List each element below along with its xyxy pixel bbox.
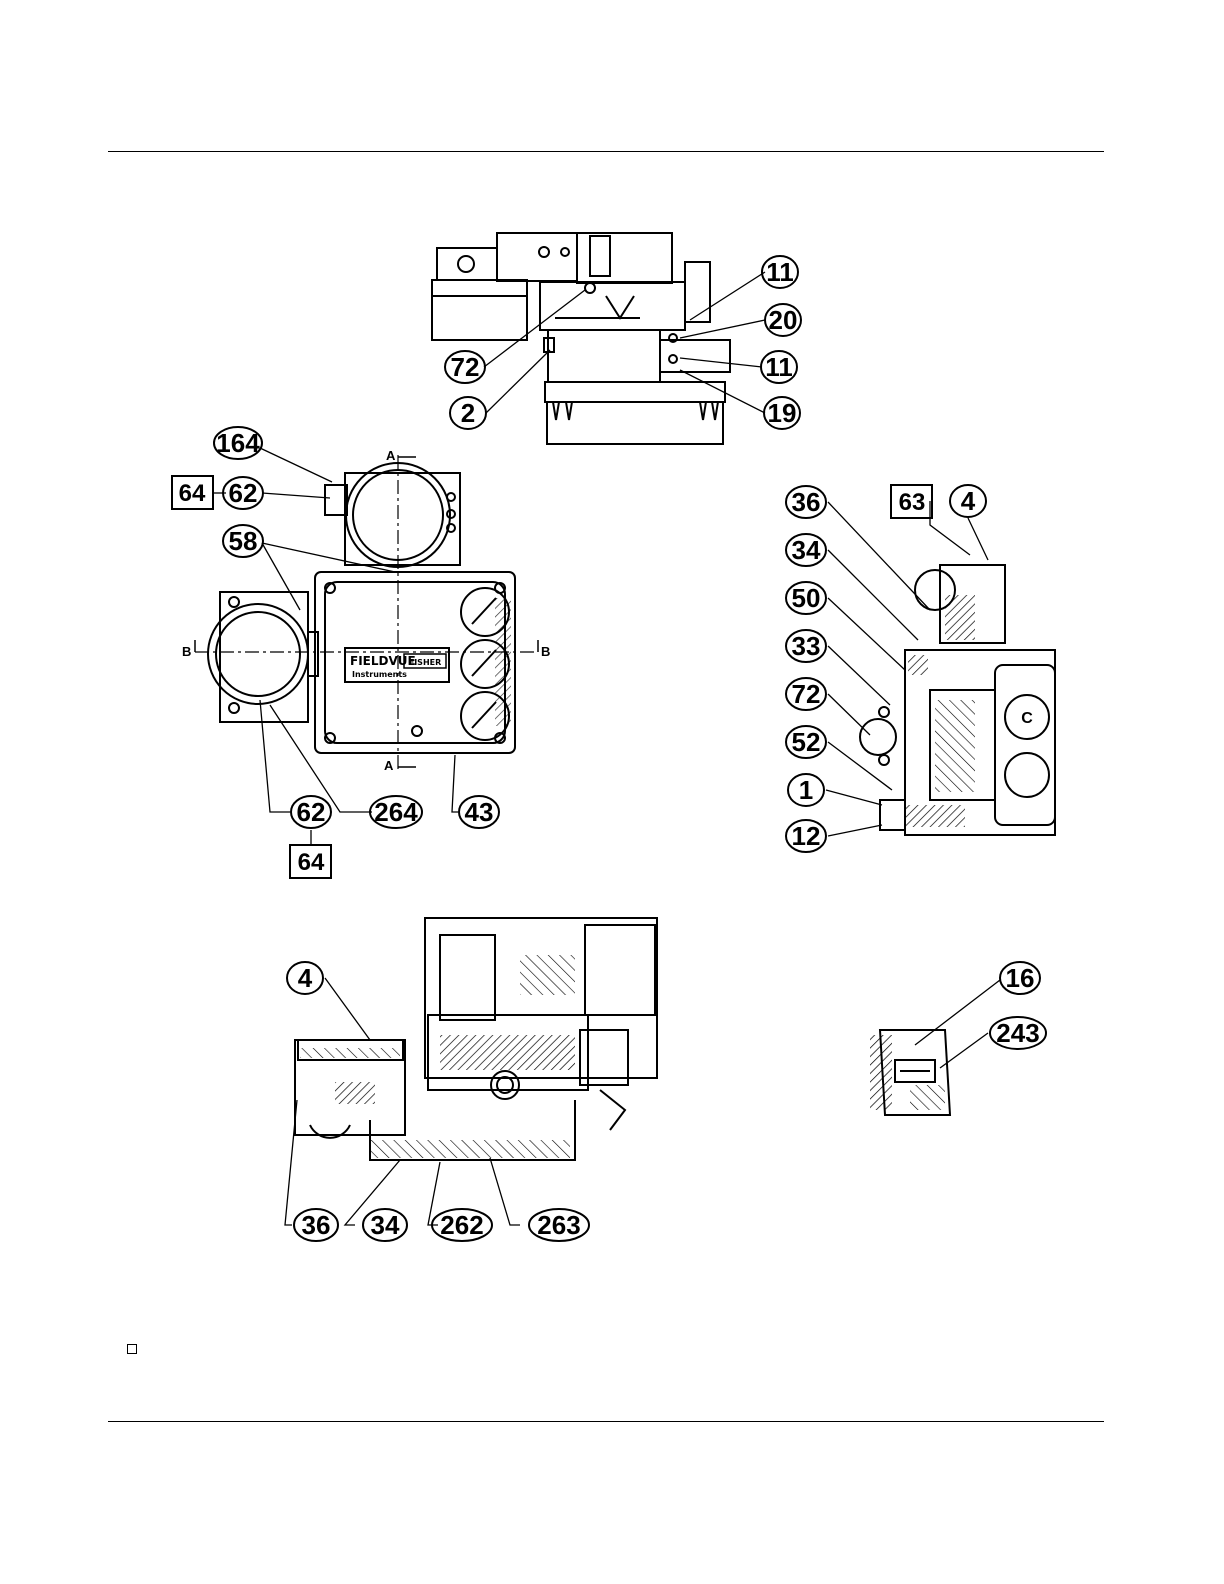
callout-19: 19 xyxy=(764,397,800,429)
callout-1: 1 xyxy=(788,774,824,806)
callout-62-upper: 62 xyxy=(223,477,263,509)
callout-264: 264 xyxy=(370,796,422,828)
svg-text:4: 4 xyxy=(298,963,313,993)
svg-text:52: 52 xyxy=(792,727,821,757)
svg-text:64: 64 xyxy=(179,480,206,507)
svg-text:33: 33 xyxy=(792,631,821,661)
svg-text:62: 62 xyxy=(297,797,326,827)
svg-text:264: 264 xyxy=(374,797,418,827)
callout-164: 164 xyxy=(214,427,262,459)
callout-263: 263 xyxy=(529,1209,589,1241)
detail-callouts: 16 243 xyxy=(990,962,1046,1049)
bottom-section-callouts: 4 36 34 262 263 xyxy=(287,962,589,1241)
callout-11-lower: 11 xyxy=(761,351,797,383)
front-view-callouts: 164 62 58 62 264 43 xyxy=(214,427,499,828)
svg-text:63: 63 xyxy=(899,489,926,516)
callout-11-upper: 11 xyxy=(762,256,798,288)
svg-text:36: 36 xyxy=(302,1210,331,1240)
section-mark-a-bottom: A xyxy=(384,758,394,773)
callout-72-side: 72 xyxy=(786,678,826,710)
callout-4-bottom: 4 xyxy=(287,962,323,994)
front-view-hatching xyxy=(495,598,511,726)
svg-text:262: 262 xyxy=(440,1210,483,1240)
callout-72-top: 72 xyxy=(445,351,485,383)
nameplate-brand: FIELDVUE xyxy=(350,654,416,668)
detail-hatching xyxy=(870,1035,945,1110)
svg-text:164: 164 xyxy=(216,428,260,458)
port-label-c: C xyxy=(1021,710,1033,727)
callout-2: 2 xyxy=(450,397,486,429)
svg-text:20: 20 xyxy=(769,305,798,335)
svg-text:34: 34 xyxy=(792,535,821,565)
section-mark-b-left: B xyxy=(182,644,191,659)
svg-text:64: 64 xyxy=(298,849,325,876)
callout-243: 243 xyxy=(990,1017,1046,1049)
svg-text:50: 50 xyxy=(792,583,821,613)
bottom-section-hatching xyxy=(300,955,575,1158)
svg-text:62: 62 xyxy=(229,478,258,508)
svg-text:1: 1 xyxy=(799,775,813,805)
svg-text:72: 72 xyxy=(792,679,821,709)
callout-16: 16 xyxy=(1000,962,1040,994)
top-view xyxy=(432,233,730,444)
svg-text:2: 2 xyxy=(461,398,475,428)
callout-262: 262 xyxy=(432,1209,492,1241)
callout-12: 12 xyxy=(786,820,826,852)
svg-text:243: 243 xyxy=(996,1018,1039,1048)
callout-62-lower: 62 xyxy=(291,796,331,828)
svg-text:4: 4 xyxy=(961,486,976,516)
svg-text:11: 11 xyxy=(766,257,794,287)
callout-20: 20 xyxy=(765,304,801,336)
callout-34-bottom: 34 xyxy=(363,1209,407,1241)
svg-text:12: 12 xyxy=(792,821,821,851)
callout-36-bottom: 36 xyxy=(294,1209,338,1241)
nameplate: FIELDVUE Instruments FISHER xyxy=(350,654,446,679)
svg-text:36: 36 xyxy=(792,487,821,517)
svg-text:72: 72 xyxy=(451,352,480,382)
callout-58: 58 xyxy=(223,525,263,557)
svg-text:34: 34 xyxy=(371,1210,400,1240)
svg-text:16: 16 xyxy=(1006,963,1035,993)
callout-4-side: 4 xyxy=(950,485,986,517)
nameplate-maker: FISHER xyxy=(409,658,442,667)
callout-36-side: 36 xyxy=(786,486,826,518)
boxed-label-64-lower: 64 xyxy=(290,845,331,878)
nameplate-sub: Instruments xyxy=(352,670,407,679)
callout-43: 43 xyxy=(459,796,499,828)
svg-text:58: 58 xyxy=(229,526,258,556)
side-section-callouts: 36 4 34 50 33 72 52 1 12 xyxy=(786,485,986,852)
section-mark-a-top: A xyxy=(386,448,396,463)
boxed-label-64-upper: 64 xyxy=(172,476,213,509)
boxed-label-63: 63 xyxy=(891,485,932,518)
svg-text:19: 19 xyxy=(768,398,797,428)
callout-52: 52 xyxy=(786,726,826,758)
section-mark-b-right: B xyxy=(541,644,550,659)
svg-text:11: 11 xyxy=(765,352,793,382)
svg-text:43: 43 xyxy=(465,797,494,827)
callout-34-side: 34 xyxy=(786,534,826,566)
callout-50: 50 xyxy=(786,582,826,614)
callout-33: 33 xyxy=(786,630,826,662)
svg-text:263: 263 xyxy=(537,1210,580,1240)
